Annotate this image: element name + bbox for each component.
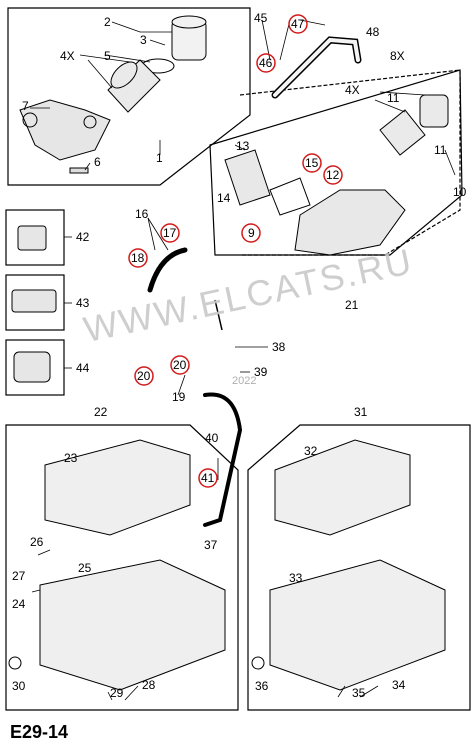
- callout-18: 18: [131, 251, 145, 265]
- callout-28: 28: [142, 678, 156, 692]
- oil-cooler-filter-drawing: [379, 94, 449, 156]
- callout-24: 24: [12, 597, 26, 611]
- callout-14: 14: [217, 191, 231, 205]
- callout-30: 30: [12, 679, 26, 693]
- callout-35: 35: [352, 686, 366, 700]
- callout-33: 33: [289, 571, 303, 585]
- hl-18: [128, 248, 148, 268]
- part-44-drawing: [13, 351, 51, 383]
- oil-cooler-drawing: [224, 149, 406, 256]
- frame-part-43: [5, 274, 65, 331]
- callout-38: 38: [272, 340, 286, 354]
- callout-46: 46: [259, 56, 273, 70]
- callout-19: 19: [172, 390, 186, 404]
- callout-10: 10: [453, 185, 467, 199]
- oil-return-hose-drawing: [147, 247, 188, 293]
- leader-lines: [30, 19, 456, 701]
- callout-7: 7: [22, 99, 29, 113]
- oil-pan-upper-left: [44, 439, 191, 536]
- callout-3: 3: [140, 33, 147, 47]
- highlight-circles: [128, 14, 343, 488]
- callout-16: 16: [135, 207, 149, 221]
- callout-23: 23: [64, 451, 78, 465]
- dipstick-drawing: [214, 299, 223, 331]
- callout-1: 1: [156, 151, 163, 165]
- frame-oil-filter-housing: [7, 7, 251, 186]
- watermark-year: 2022: [232, 375, 257, 387]
- callout-21: 21: [345, 298, 359, 312]
- oil-filter-housing-drawing: [19, 99, 111, 161]
- frame-part-44: [5, 339, 65, 396]
- callout-34: 34: [392, 678, 406, 692]
- frame-oil-pan-left: [5, 424, 239, 711]
- frame-oil-cooler: [239, 69, 461, 256]
- callout-17: 17: [163, 226, 177, 240]
- hl-9: [241, 223, 261, 243]
- callout-20b: 20: [137, 369, 151, 383]
- hl-46: [256, 53, 276, 73]
- hl-15: [302, 153, 322, 173]
- callout-39: 39: [254, 365, 268, 379]
- callout-15: 15: [305, 156, 319, 170]
- callout-5: 5: [104, 49, 111, 63]
- frame-oil-cooler-solid: [209, 69, 463, 256]
- callout-12: 12: [326, 168, 340, 182]
- callout-37: 37: [204, 538, 218, 552]
- callout-44: 44: [76, 361, 90, 375]
- callout-11a: 11: [387, 91, 400, 105]
- callout-48: 48: [366, 25, 380, 39]
- oil-pan-lower-right: [269, 559, 446, 691]
- callout-6: 6: [94, 155, 101, 169]
- callout-25: 25: [78, 561, 92, 575]
- callout-13: 13: [236, 139, 250, 153]
- frame-oil-pan-right: [247, 424, 471, 711]
- callout-4x-a: 4X: [60, 49, 75, 63]
- frame-part-42: [5, 209, 65, 266]
- callout-8x: 8X: [390, 49, 405, 63]
- callout-31: 31: [354, 405, 368, 419]
- oil-pipe-inner: [273, 37, 360, 97]
- bolt-6-drawing: [69, 167, 89, 174]
- callout-11b: 11: [434, 143, 447, 157]
- callout-40: 40: [205, 431, 219, 445]
- hl-12: [323, 165, 343, 185]
- hl-20b: [134, 366, 154, 386]
- callout-32: 32: [304, 444, 318, 458]
- callout-20a: 20: [173, 358, 187, 372]
- callout-36: 36: [255, 679, 269, 693]
- dipstick-tube-drawing: [203, 392, 243, 527]
- part-42-drawing: [17, 225, 47, 251]
- callout-47: 47: [291, 17, 305, 31]
- oil-filter-cap-drawing: [141, 15, 207, 74]
- callout-9: 9: [248, 226, 255, 240]
- callout-41: 41: [201, 471, 215, 485]
- hl-41: [198, 468, 218, 488]
- diagram-code: E29-14: [10, 722, 69, 742]
- callout-29: 29: [110, 686, 124, 700]
- gasket-rings: [8, 656, 265, 670]
- callout-26: 26: [30, 535, 44, 549]
- callout-45: 45: [254, 11, 268, 25]
- oil-pan-lower-left: [39, 559, 226, 691]
- callout-22: 22: [94, 405, 108, 419]
- oil-filter-element-drawing: [107, 59, 161, 113]
- hl-17: [160, 223, 180, 243]
- callout-labels: 2 3 4X 5 7 6 1 45 47 48 46 8X 4X 11 11 1…: [12, 11, 467, 700]
- hl-47: [288, 14, 308, 34]
- callout-4x-b: 4X: [345, 83, 360, 97]
- callout-27: 27: [12, 569, 26, 583]
- part-43-drawing: [11, 289, 57, 313]
- hl-20a: [170, 355, 190, 375]
- callout-2: 2: [104, 15, 111, 29]
- callout-43: 43: [76, 296, 90, 310]
- oil-pan-upper-right: [274, 439, 411, 536]
- callout-42: 42: [76, 230, 90, 244]
